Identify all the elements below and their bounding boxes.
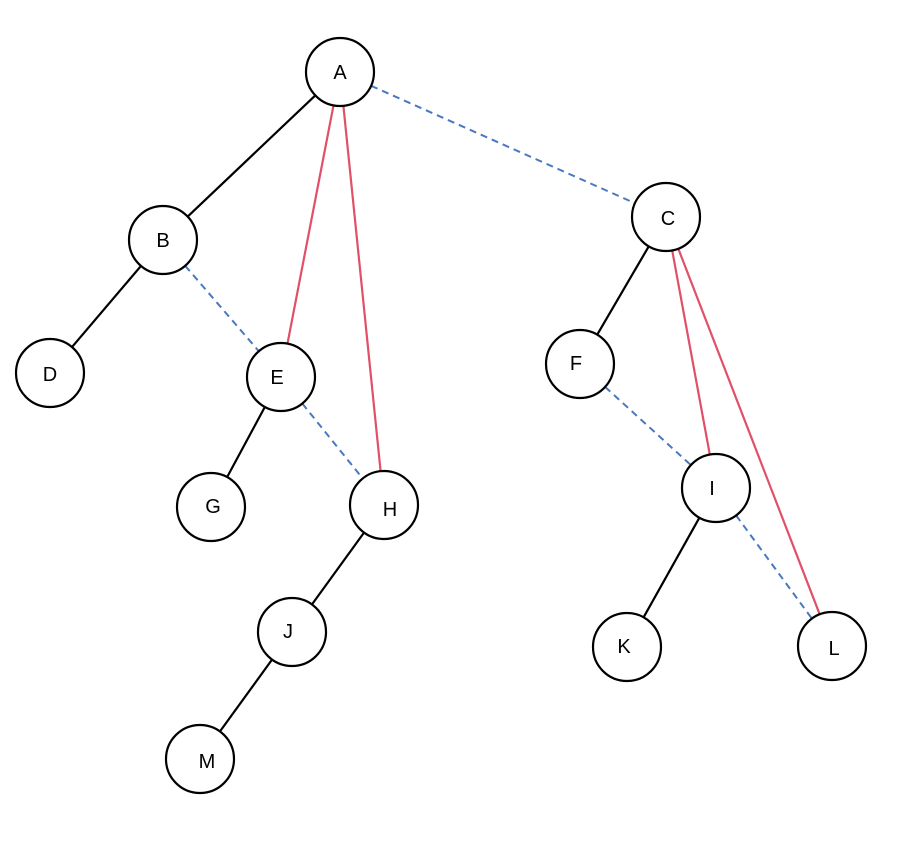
node-L-circle	[796, 610, 868, 682]
edge-F-I	[604, 386, 692, 466]
node-K-circle	[591, 611, 663, 683]
node-G-circle	[175, 471, 247, 543]
node-E-label: E	[270, 367, 283, 389]
node-H-circle	[348, 469, 420, 541]
node-M-circle	[164, 723, 236, 795]
node-G: G	[175, 471, 247, 543]
edge-E-G	[226, 406, 266, 478]
edge-A-B	[186, 94, 317, 218]
node-K-label: K	[617, 636, 631, 658]
node-F: F	[544, 328, 616, 400]
edge-J-M	[219, 658, 273, 733]
node-I-circle	[680, 452, 752, 524]
edge-C-F	[596, 245, 650, 336]
node-K: K	[591, 611, 663, 683]
node-D-label: D	[43, 364, 57, 386]
node-I-label: I	[709, 478, 715, 500]
edge-C-L	[677, 248, 821, 615]
node-A-circle	[304, 36, 376, 108]
node-J-label: J	[283, 621, 293, 643]
node-C-label: C	[661, 208, 675, 230]
node-D-circle	[14, 337, 86, 409]
node-B: B	[127, 204, 199, 276]
edge-I-L	[735, 514, 813, 620]
node-M-label: M	[199, 751, 216, 773]
node-G-label: G	[205, 496, 221, 518]
node-L: L	[796, 610, 868, 682]
edge-A-H	[342, 105, 382, 472]
node-I: I	[680, 452, 752, 524]
node-L-label: L	[828, 638, 839, 660]
node-J: J	[256, 596, 328, 668]
node-F-label: F	[570, 353, 582, 375]
node-M: M	[164, 723, 236, 795]
edge-I-K	[642, 517, 701, 618]
edge-H-J	[311, 531, 365, 606]
edge-A-E	[286, 105, 335, 344]
node-D: D	[14, 337, 86, 409]
node-E-circle	[245, 341, 317, 413]
node-H: H	[348, 469, 420, 541]
node-H-label: H	[383, 499, 397, 521]
node-C: C	[630, 181, 702, 253]
edges-layer	[71, 84, 821, 733]
node-B-circle	[127, 204, 199, 276]
edge-B-E	[184, 265, 260, 352]
edge-E-H	[301, 402, 364, 480]
node-F-circle	[544, 328, 616, 400]
edge-B-D	[71, 265, 142, 348]
node-C-circle	[630, 181, 702, 253]
nodes-layer: A B C D E F G H	[14, 36, 868, 795]
node-J-circle	[256, 596, 328, 668]
edge-C-I	[671, 250, 711, 455]
node-E: E	[245, 341, 317, 413]
node-A: A	[304, 36, 376, 108]
node-A-label: A	[333, 62, 347, 84]
node-B-label: B	[156, 230, 169, 252]
edge-A-C	[370, 84, 636, 205]
